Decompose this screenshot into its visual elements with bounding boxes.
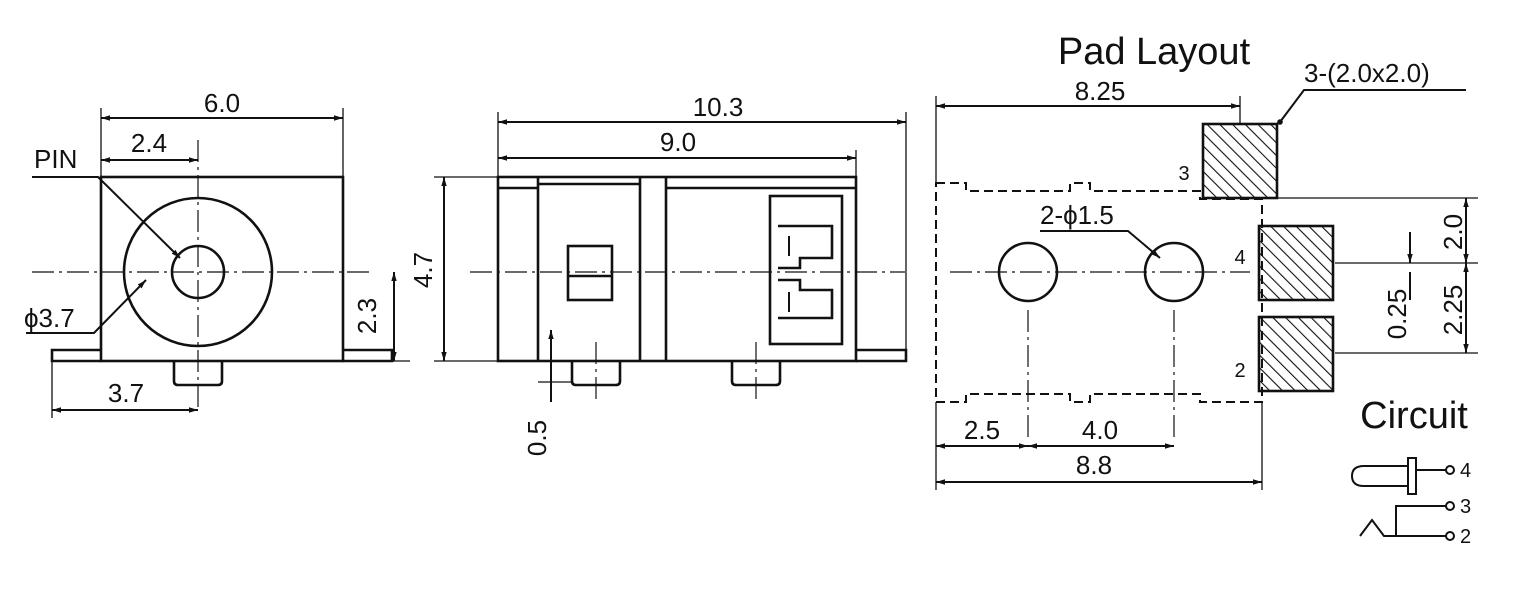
hole-pitch-dimension: 4.0: [1082, 415, 1118, 445]
pad-size-leader: [1277, 89, 1466, 125]
pad-3: [1201, 122, 1279, 200]
contact-housing: [768, 194, 844, 346]
side-window: [566, 244, 614, 302]
pad-span-dimension: 8.25: [1075, 76, 1126, 106]
mounting-hole-right: [1143, 241, 1205, 303]
pin-callout: PIN: [34, 144, 77, 174]
overall-length-dimension: 10.3: [693, 92, 744, 122]
pad-2-number: 2: [1234, 360, 1245, 382]
pad-pitch-dimension: 2.0: [1438, 214, 1468, 250]
circuit-schematic: Circuit 4 3 2: [1350, 395, 1471, 548]
front-view: 6.0 2.4 PIN ϕ3.7 2.3 3.7: [24, 88, 410, 418]
width-dimension: 6.0: [204, 88, 240, 118]
front-body-outline: [99, 175, 345, 363]
body-length-dimension: 9.0: [660, 127, 696, 157]
hole-dimension: 2-ϕ1.5: [1040, 200, 1114, 230]
pad-gap-dimension: 0.25: [1382, 289, 1412, 340]
circuit-title: Circuit: [1360, 395, 1468, 437]
hole-leader: [1040, 230, 1161, 259]
diameter-leader-line: [26, 279, 147, 334]
diameter-dimension: ϕ3.7: [24, 303, 75, 333]
center-height-dimension: 2.3: [352, 298, 382, 334]
footprint-length-dimension: 8.8: [1076, 450, 1112, 480]
pad-offset-dimension: 2.25: [1438, 285, 1468, 336]
side-body-outline: [496, 175, 858, 363]
circuit-pin-2: 2: [1460, 526, 1471, 548]
height-dimension: 4.7: [408, 252, 438, 288]
bottom-terminal: [172, 361, 224, 387]
outer-bore-circle: [122, 196, 274, 348]
pad-layout-view: Pad Layout 3 4 2 8.25 3-(2.0x2.0) 2-ϕ1.5: [935, 31, 1478, 490]
side-view: 10.3 9.0 4.7 0.5: [408, 92, 908, 456]
circuit-pin-3: 3: [1460, 496, 1471, 518]
pad-size-dimension: 3-(2.0x2.0): [1304, 58, 1430, 88]
pad-layout-title: Pad Layout: [1058, 31, 1251, 73]
right-mounting-tab: [343, 348, 394, 363]
pad-2: [1257, 315, 1335, 393]
pin-offset-dimension: 2.4: [131, 128, 167, 158]
mounting-hole-left: [997, 241, 1059, 303]
standoff-dimension: 0.5: [522, 420, 552, 456]
center-pin-circle: [170, 244, 226, 300]
pad-3-number: 3: [1178, 163, 1189, 185]
pad-4: [1257, 224, 1335, 302]
pad-4-number: 4: [1234, 247, 1245, 269]
pin-leader-line: [32, 176, 181, 259]
pin-center-dimension: 3.7: [108, 378, 144, 408]
edge-to-hole-dimension: 2.5: [964, 415, 1000, 445]
circuit-pin-4: 4: [1460, 460, 1471, 482]
left-mounting-tab: [50, 348, 101, 363]
